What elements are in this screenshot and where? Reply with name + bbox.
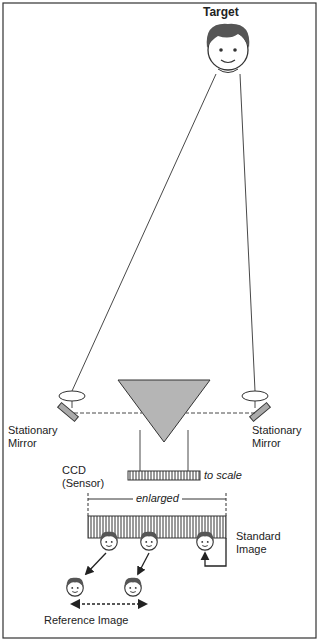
stationary-mirror-part [250,403,271,422]
prism-part [118,380,210,442]
scale-note: enlarged [133,492,182,505]
image-arrow-part [138,553,149,574]
enlarged-bracket-part [88,493,89,516]
part-label: Reference Image [44,614,184,627]
enlarged-bracket [88,493,226,516]
ccd-sensor-part [128,471,200,480]
target-face-part [221,60,235,63]
reference-image-part [67,578,84,596]
prism [118,380,210,442]
image-arrow [86,538,226,574]
image-arrow-part [86,553,106,574]
light-path-part [74,413,142,414]
light-ray-part [72,74,216,391]
part-label: CCD (Sensor) [62,464,122,489]
light-path-part [72,401,73,408]
target-label: Target [203,6,263,20]
target-face-part [207,24,250,48]
standard-image-part [197,532,214,550]
light-path-part [188,430,189,471]
light-path-part [140,430,141,471]
light-ray [72,74,255,391]
ccd-sensor [128,471,200,480]
frame-part [3,3,316,638]
light-path [72,401,255,471]
light-ray-part [240,74,255,391]
scale-note: to scale [204,469,264,482]
light-path-part [186,413,255,414]
stationary-mirror-part [58,403,79,422]
lens-part [59,391,85,401]
enlarged-bracket-part [226,493,227,516]
target-face [207,24,250,73]
target-face-part [218,69,238,73]
part-label: Stationary Mirror [8,424,64,449]
light-path-part [255,401,256,408]
part-label: Stationary Mirror [252,424,312,449]
reference-image-part [72,603,146,605]
lens-part [242,391,268,401]
standard-image-part [101,532,118,550]
reference-image [67,578,146,604]
image-arrow-part [205,538,226,566]
target-face-part [219,48,223,52]
target-face-part [233,48,237,52]
reference-image-part [125,578,142,596]
frame [3,3,316,638]
part-label: Standard Image [236,530,300,555]
standard-image-part [141,532,158,550]
standard-image [88,516,226,550]
